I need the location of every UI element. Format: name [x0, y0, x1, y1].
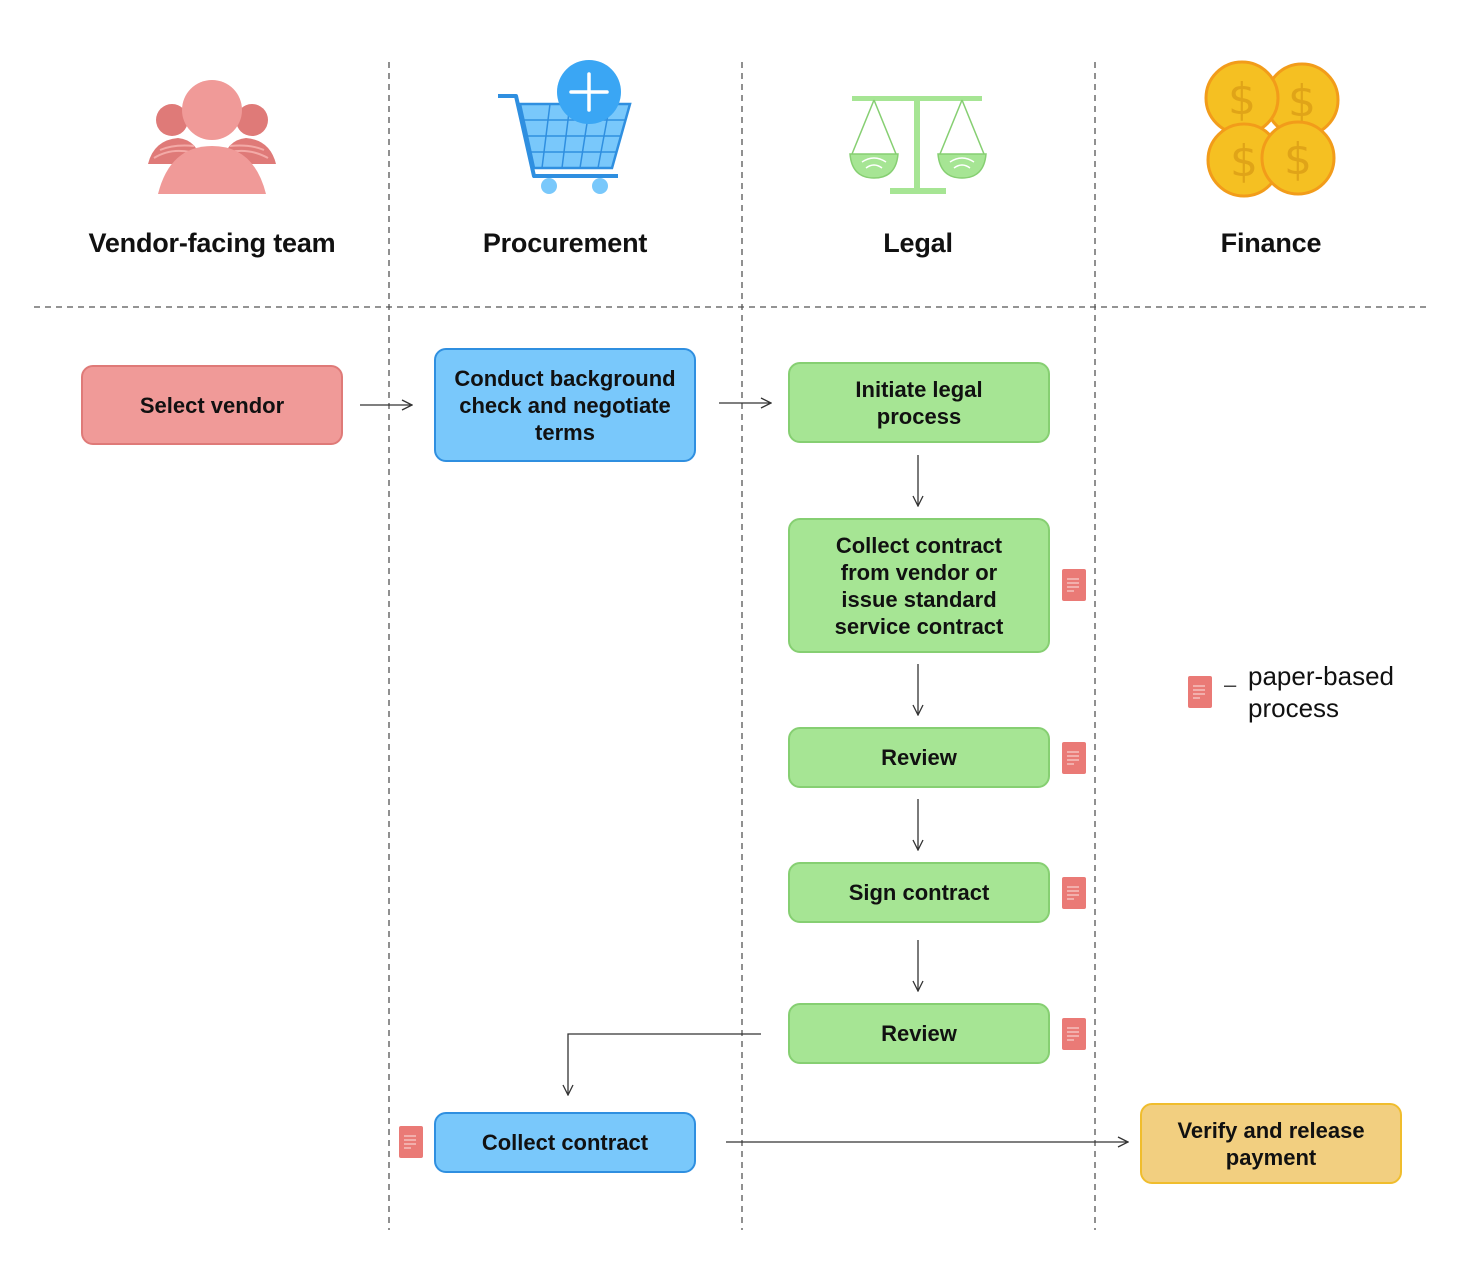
- step-review-2: Review: [788, 1003, 1050, 1064]
- paper-document-icon: [399, 1126, 423, 1158]
- shopping-cart-plus-icon: [498, 60, 632, 194]
- legend-paper-document-icon: [1188, 676, 1212, 708]
- svg-text:$: $: [1228, 74, 1256, 125]
- step-review-1: Review: [788, 727, 1050, 788]
- lane-header-legal: Legal: [883, 228, 953, 258]
- coins-icon: $ $ $ $: [1204, 60, 1340, 198]
- step-conduct-background-check: Conduct background check and negotiate t…: [434, 348, 696, 462]
- step-collect-contract-from-vendor: Collect contract from vendor or issue st…: [788, 518, 1050, 653]
- paper-document-icon: [1062, 877, 1086, 909]
- step-verify-release-payment: Verify and release payment: [1140, 1103, 1402, 1184]
- lane-header-finance: Finance: [1220, 228, 1322, 258]
- paper-document-icon: [1062, 742, 1086, 774]
- paper-document-icon: [1062, 1018, 1086, 1050]
- arrow-review-to-collect-contract: [568, 1033, 761, 1095]
- step-sign-contract: Sign contract: [788, 862, 1050, 923]
- svg-text:$: $: [1230, 136, 1258, 187]
- team-icon: [148, 80, 276, 194]
- svg-text:$: $: [1288, 76, 1316, 127]
- step-select-vendor: Select vendor: [81, 365, 343, 445]
- svg-text:$: $: [1284, 134, 1312, 185]
- lane-header-vendor: Vendor-facing team: [88, 228, 336, 258]
- step-initiate-legal-process: Initiate legal process: [788, 362, 1050, 443]
- balance-scale-icon: [849, 96, 987, 194]
- lane-header-procurement: Procurement: [482, 228, 648, 258]
- legend-label: paper-based process: [1248, 661, 1394, 723]
- paper-document-icon: [1062, 569, 1086, 601]
- step-collect-contract: Collect contract: [434, 1112, 696, 1173]
- legend-dash: –: [1224, 672, 1237, 697]
